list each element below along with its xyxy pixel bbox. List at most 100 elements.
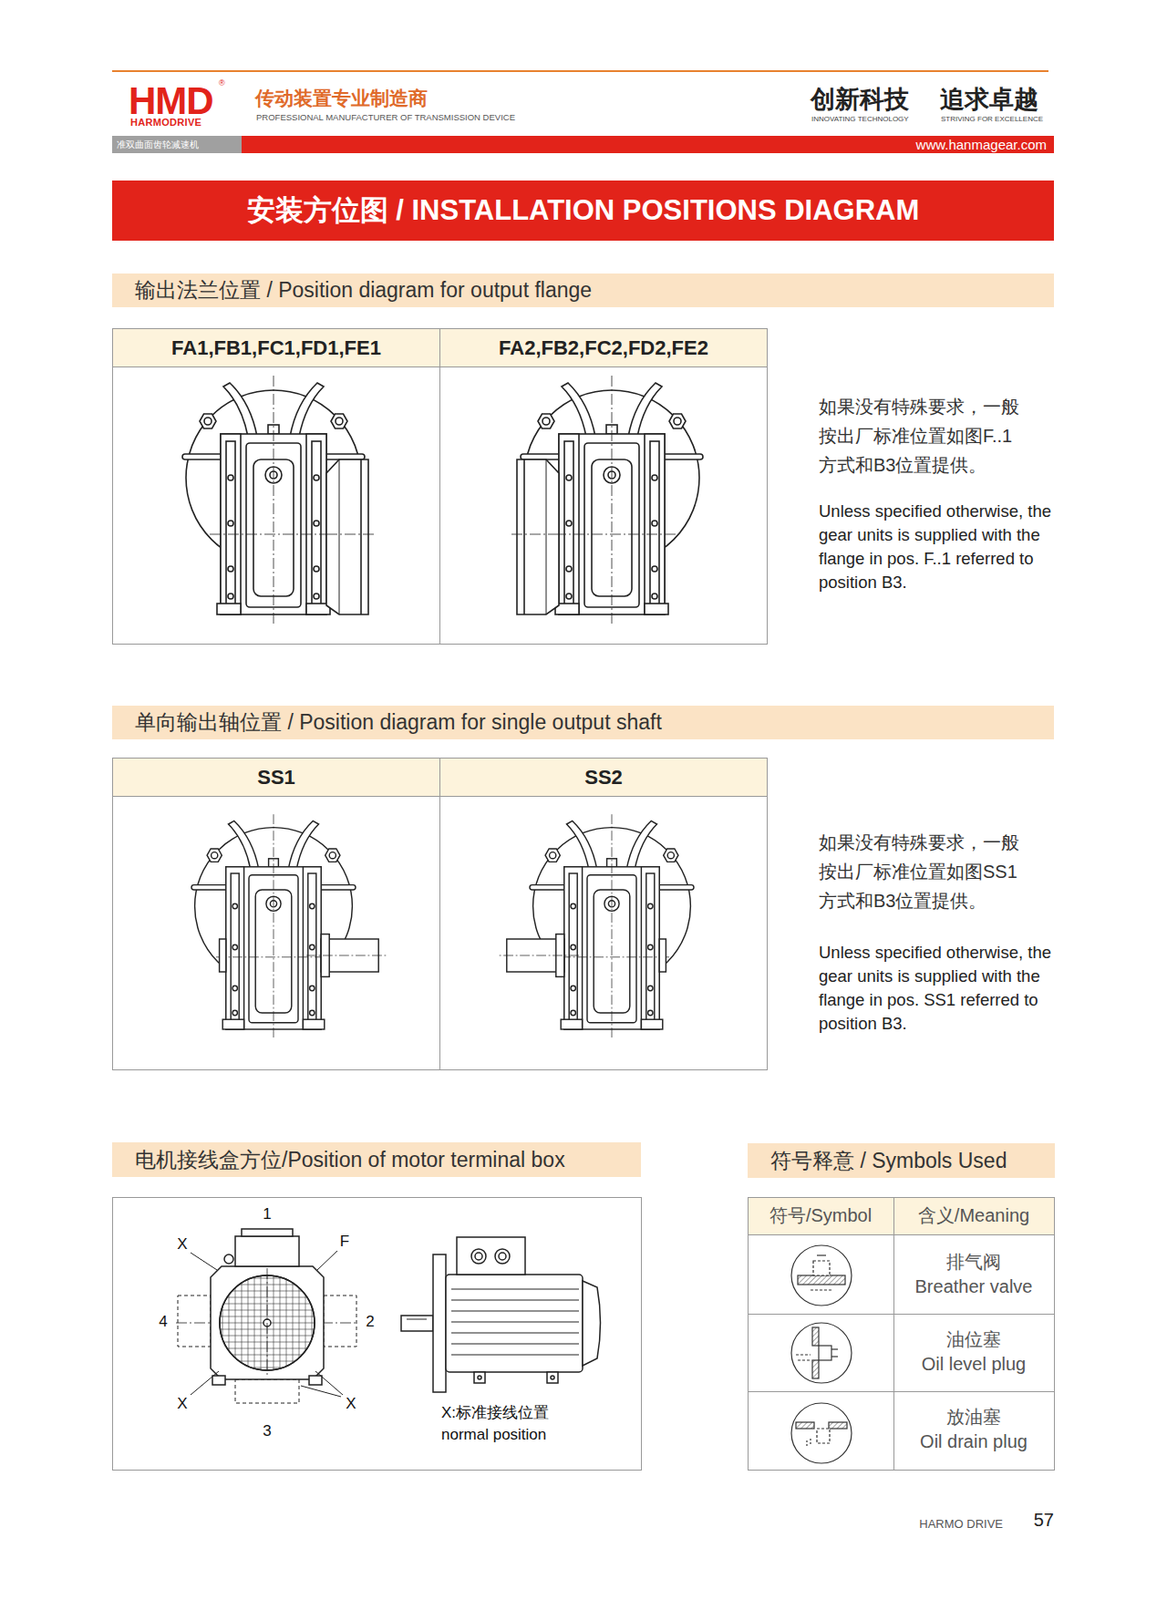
gearbox-shaft-pos1 [219, 934, 388, 978]
position-mark: 1 [256, 1204, 279, 1225]
company-slogan: 传动装置专业制造商 [255, 86, 493, 111]
motor-side-view [433, 1254, 446, 1393]
motor-side-view [401, 1315, 434, 1332]
oil-drain-plug-symbol [791, 1403, 852, 1464]
header-red-bar [241, 135, 1054, 154]
motor-side-view [474, 1372, 486, 1384]
position-code: FA2,FB2,FC2,FD2,FE2 [498, 336, 709, 361]
table-header-cell: SS2 [439, 757, 768, 797]
gearbox-shaft-pos2 [498, 934, 667, 978]
breather-valve-symbol [791, 1245, 852, 1306]
section-heading: 输出法兰位置 / Position diagram for output fla… [134, 276, 592, 305]
motor-end-view [309, 1375, 322, 1385]
motor-side-view [406, 1319, 427, 1321]
position-code: SS2 [584, 765, 623, 790]
motor-side-view [451, 1343, 579, 1345]
table-header-cell: FA1,FB1,FC1,FD1,FE1 [112, 328, 441, 368]
position-mark: 4 [152, 1311, 175, 1333]
position-code: FA1,FB1,FC1,FD1,FE1 [171, 336, 382, 361]
motor-side-view [451, 1354, 579, 1356]
breather-valve-symbol [797, 1275, 846, 1285]
oil-level-plug-symbol [797, 1359, 811, 1361]
title-band [112, 180, 1054, 241]
oil-level-plug-symbol [791, 1322, 852, 1384]
position-code: SS1 [257, 765, 296, 790]
terminal-box-frame [113, 1197, 642, 1471]
oil-level-plug-symbol [831, 1348, 838, 1350]
oil-level-plug-symbol [812, 1327, 819, 1346]
motor-end-view [177, 1295, 211, 1347]
gearbox-flange-pos2 [509, 375, 703, 624]
section-band: 符号释意 / Symbols Used [747, 1143, 1055, 1178]
position-mark: F [333, 1231, 356, 1252]
symbols-table [747, 1234, 1055, 1236]
oil-drain-plug-symbol [809, 1438, 811, 1445]
table-cell: Oil level plug [895, 1352, 1053, 1376]
table-header-cell: SS1 [112, 757, 441, 797]
motor-side-view [451, 1289, 579, 1355]
motor-end-view [267, 1268, 269, 1378]
leader-lines [317, 1250, 338, 1271]
motor-side-view [477, 1375, 482, 1380]
section-heading: 单向输出轴位置 / Position diagram for single ou… [134, 708, 662, 737]
gearbox-shaft-pos2 [529, 814, 694, 1038]
motor-side-view [495, 1249, 510, 1264]
motor-side-view [401, 1237, 601, 1393]
symbols-table [748, 1197, 1055, 1236]
motto-en: STRIVING FOR EXCELLENCE [940, 114, 1060, 124]
table-cell: 符号/Symbol [749, 1203, 892, 1228]
website: www.hanmagear.com [820, 135, 1047, 154]
gearbox-shaft-pos1 [191, 814, 387, 1038]
table-cell: 油位塞 [895, 1327, 1053, 1352]
note-en: Unless specified otherwise, the gear uni… [818, 499, 1061, 595]
oil-drain-plug-symbol [805, 1440, 807, 1448]
page-number: 57 [1008, 1507, 1054, 1532]
motor-side-view [445, 1274, 583, 1373]
oil-drain-plug-symbol [795, 1422, 815, 1429]
motor-side-view [475, 1252, 483, 1260]
footer-brand: HARMO DRIVE [902, 1517, 1003, 1532]
breather-valve-symbol [810, 1289, 833, 1291]
oil-level-plug-symbol [795, 1353, 811, 1355]
flange-table [439, 328, 441, 645]
note-zh: 如果没有特殊要求，一般按出厂标准位置如图F..1方式和B3位置提供。 [818, 392, 1024, 480]
oil-drain-plug-symbol [816, 1428, 830, 1444]
motor-side-view [471, 1249, 486, 1264]
table-cell: Breather valve [895, 1274, 1053, 1299]
gearbox-flange-pos1 [326, 459, 376, 615]
motor-side-view [451, 1332, 579, 1334]
header-grey-bar [112, 135, 242, 154]
page-title: 安装方位图 / INSTALLATION POSITIONS DIAGRAM [247, 191, 920, 230]
symbols-table [747, 1391, 1055, 1393]
figure-note: X:标准接线位置 normal position [441, 1402, 579, 1446]
motor-end-view [323, 1295, 357, 1347]
motor-side-view [582, 1280, 601, 1366]
symbols-table [747, 1197, 1055, 1471]
table-cell: 排气阀 [895, 1249, 1053, 1274]
product-line: 准双曲面齿轮减速机 [116, 137, 240, 152]
motor-end-view [175, 1228, 359, 1404]
shaft-table [439, 757, 441, 1071]
motor-side-view [550, 1375, 555, 1380]
oil-level-plug-symbol [818, 1345, 832, 1361]
section-band: 输出法兰位置 / Position diagram for output fla… [112, 273, 1054, 308]
shaft-table [113, 758, 768, 1071]
oil-drain-plug-symbol [828, 1422, 847, 1429]
symbols-table [747, 1313, 1055, 1315]
motor-end-view [241, 1228, 293, 1237]
motor-side-view [498, 1252, 507, 1260]
flange-table [113, 328, 768, 645]
motor-end-view [235, 1379, 300, 1404]
table-cell: 放油塞 [895, 1404, 1053, 1429]
motto: 创新科技 [810, 84, 930, 114]
leader-lines [190, 1371, 219, 1395]
registered-mark: ® [218, 78, 232, 88]
motor-side-view [451, 1311, 579, 1312]
breather-valve-symbol [816, 1254, 827, 1256]
position-mark: X [340, 1394, 362, 1415]
motor-side-view [451, 1321, 579, 1323]
motto-en: INNOVATING TECHNOLOGY [811, 114, 930, 124]
leader-lines [300, 1385, 341, 1397]
table-cell: Oil drain plug [895, 1429, 1053, 1454]
header-rule [112, 70, 1049, 73]
